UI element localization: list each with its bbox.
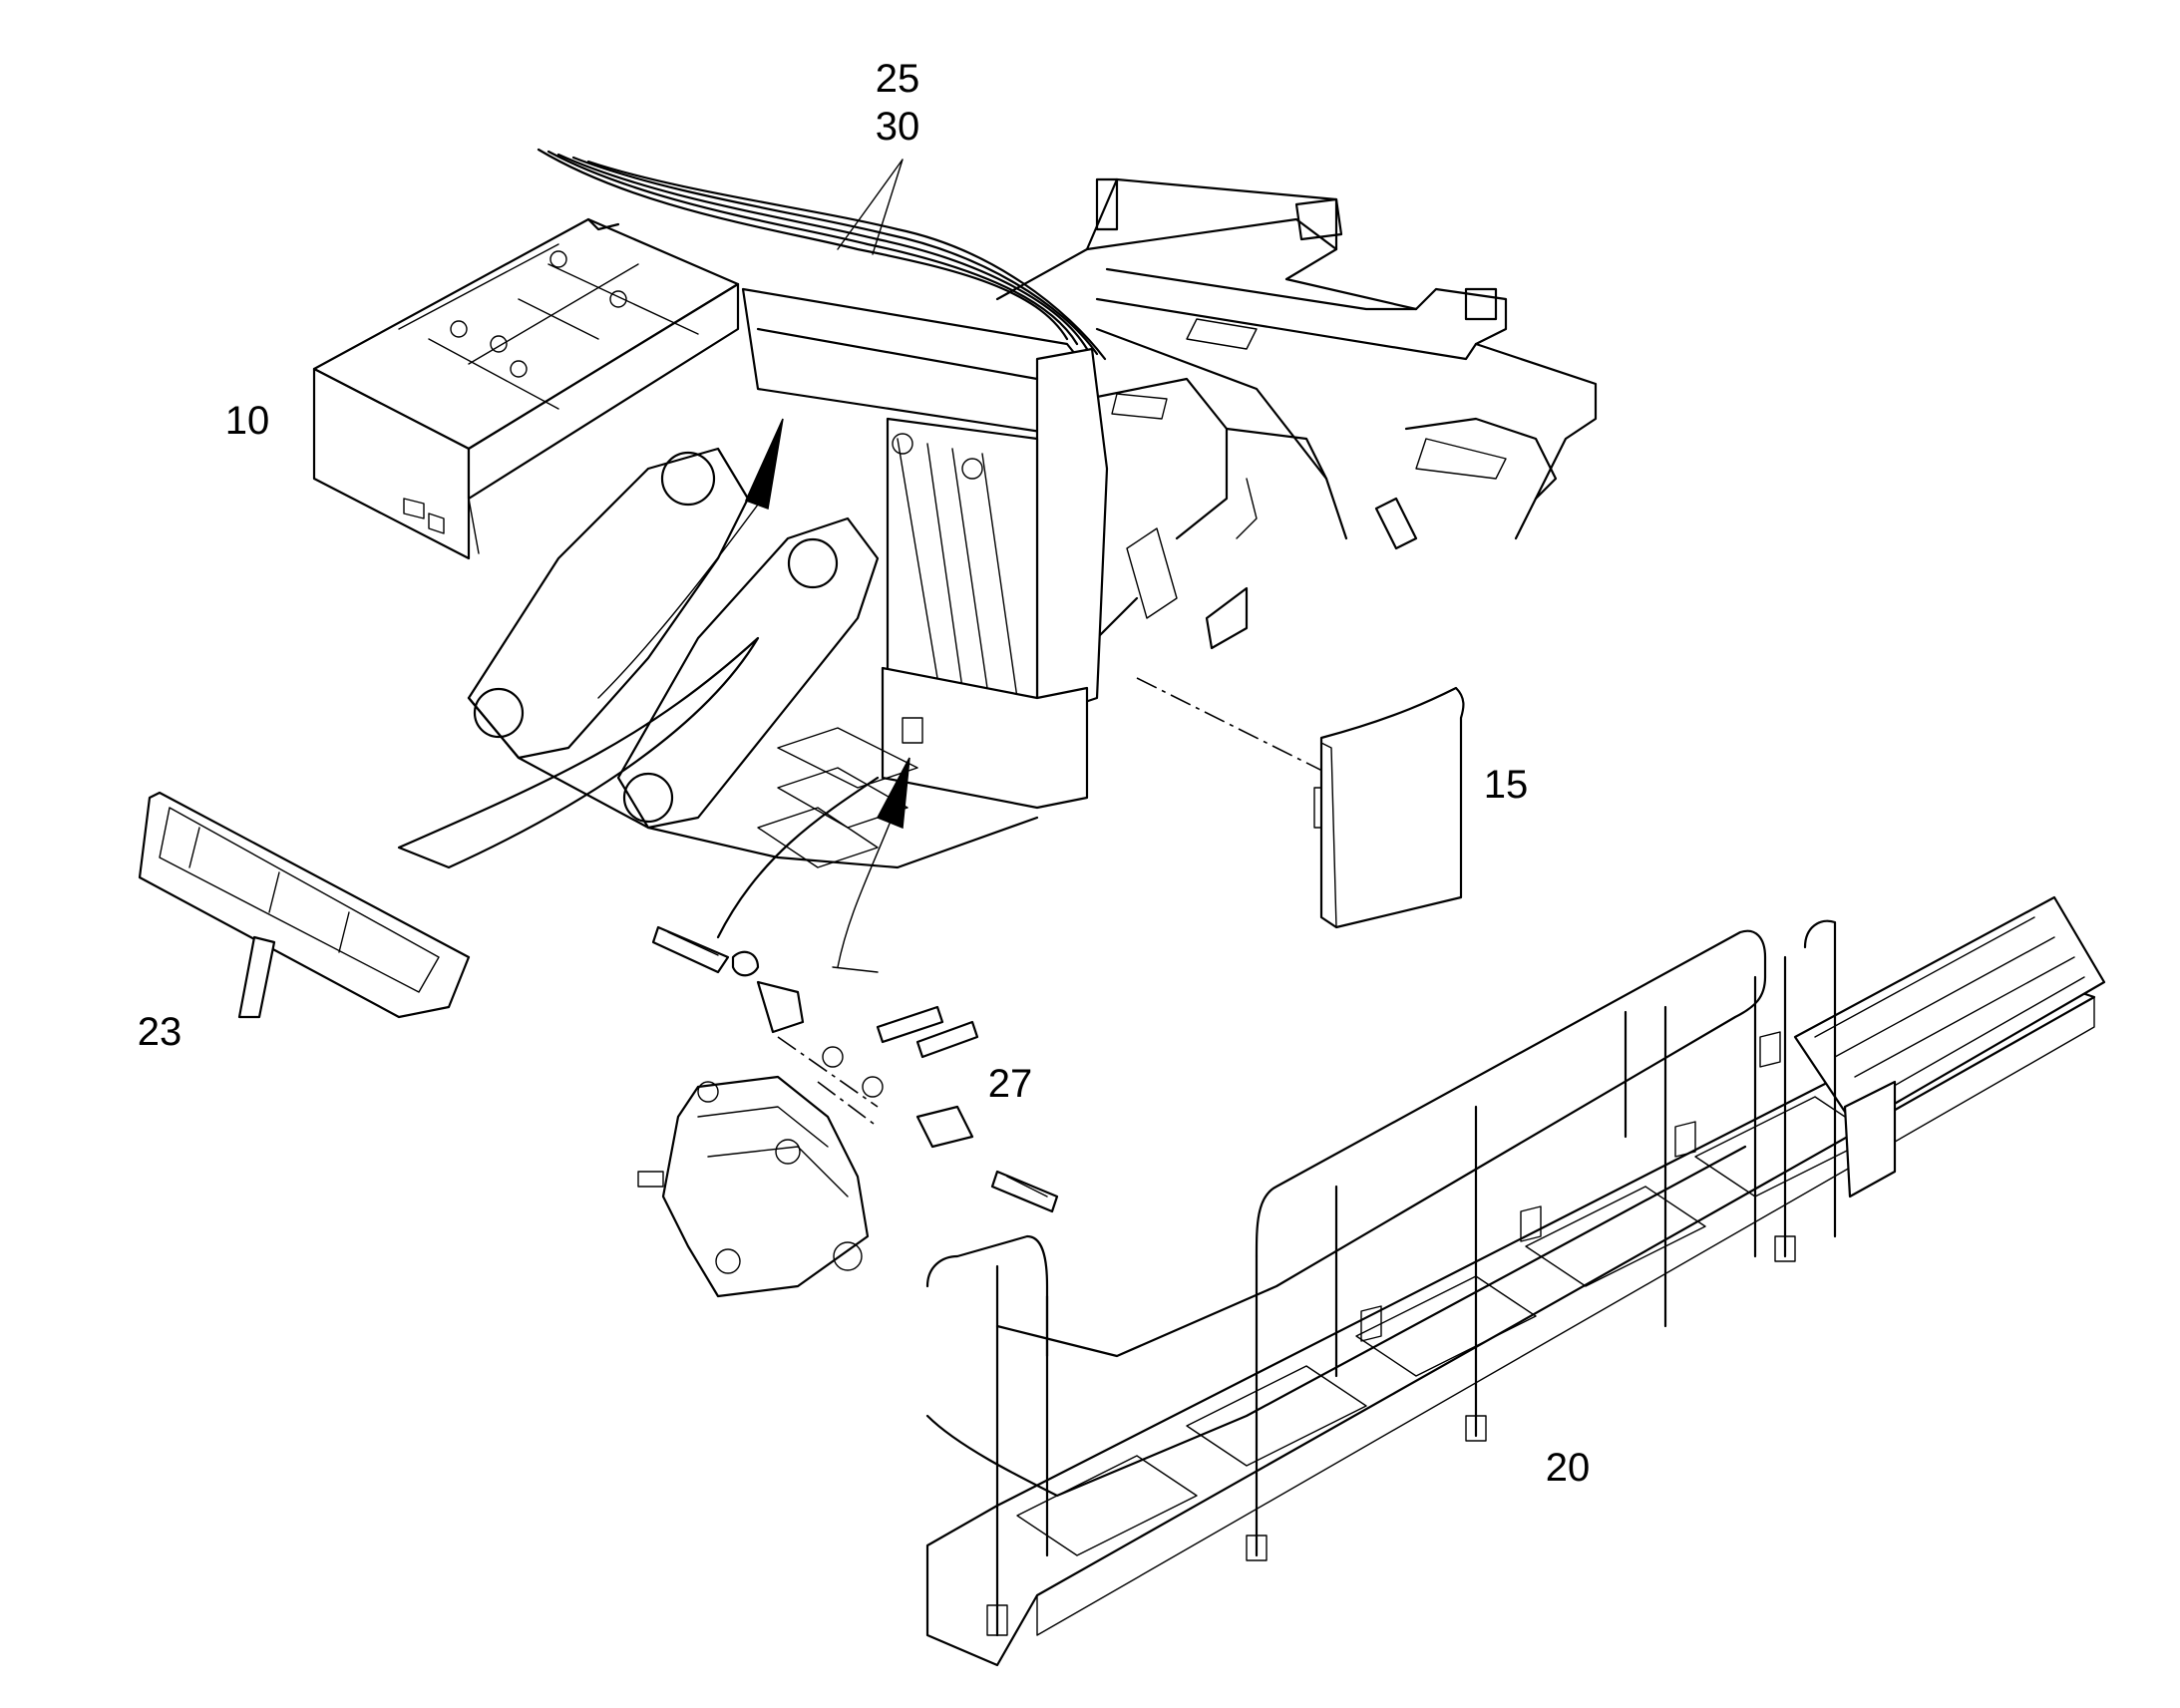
- lift-arms: [397, 447, 1039, 939]
- boom-upright: [741, 287, 1109, 810]
- main-frame: [995, 177, 1598, 670]
- step-part-23: [138, 791, 471, 1019]
- callout-labels: 25 30 10 15 23 27 20: [138, 57, 1591, 1490]
- tank-box-part-10: [312, 217, 740, 560]
- callout-30: 30: [876, 105, 920, 149]
- walkway-platform-part-20: [925, 895, 2106, 1667]
- callout-15: 15: [1484, 763, 1529, 807]
- assembly-arrows: [597, 418, 910, 973]
- callout-25: 25: [876, 57, 920, 101]
- callout-23: 23: [138, 1010, 182, 1054]
- leader-dash-part-15: [1136, 677, 1327, 774]
- callout-27: 27: [988, 1062, 1033, 1106]
- callout-10: 10: [225, 399, 270, 443]
- base-slats: [757, 727, 918, 868]
- hoses-part-25-30: [537, 148, 1107, 361]
- valve-block-part-27: [637, 925, 1059, 1298]
- cover-plate-part-15: [1313, 686, 1465, 929]
- callout-20: 20: [1546, 1446, 1591, 1490]
